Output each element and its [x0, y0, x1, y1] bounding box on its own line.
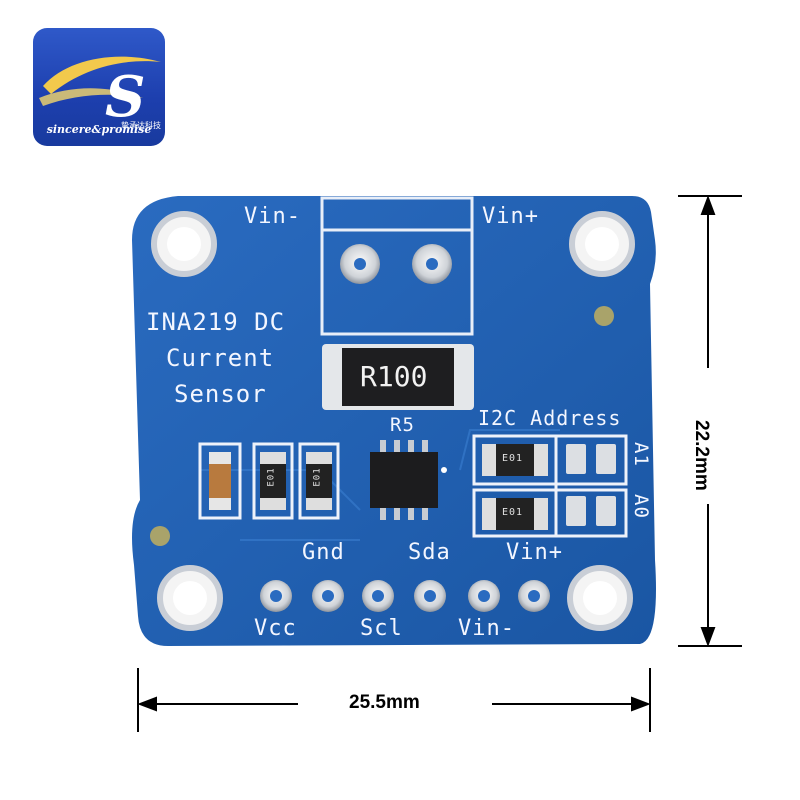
- smd-marking: E01: [502, 453, 524, 464]
- header-pin: [518, 580, 550, 612]
- label-vin-minus-bottom: Vin-: [458, 616, 515, 641]
- mounting-hole: [567, 565, 633, 631]
- dimension-height-label: 22.2mm: [691, 420, 712, 491]
- terminal-outline: [320, 196, 474, 336]
- terminal-pad: [412, 244, 452, 284]
- dimension-height: [678, 195, 742, 647]
- dimension-width-label: 25.5mm: [349, 692, 420, 713]
- logo-swoosh-icon: S 挚承达科技: [39, 56, 161, 130]
- label-title-line3: Sensor: [174, 380, 267, 408]
- header-pin: [312, 580, 344, 612]
- label-gnd: Gnd: [302, 540, 345, 565]
- label-resistor-value: R100: [360, 360, 428, 393]
- mounting-hole: [569, 211, 635, 277]
- label-vin-minus-top: Vin-: [244, 204, 301, 229]
- header-pin: [260, 580, 292, 612]
- logo-brand-text: sincere&promise: [46, 123, 152, 136]
- svg-text:S: S: [105, 64, 145, 130]
- label-resistor-ref: R5: [390, 414, 415, 436]
- mounting-hole: [151, 211, 217, 277]
- label-i2c-address: I2C Address: [478, 406, 622, 430]
- label-scl: Scl: [360, 616, 403, 641]
- address-jumper-pads: [566, 444, 616, 526]
- test-pad: [594, 306, 614, 326]
- brand-logo: S 挚承达科技 sincere&promise: [33, 28, 165, 146]
- smd-capacitor: [209, 452, 231, 510]
- label-a1: A1: [630, 442, 652, 467]
- mounting-hole: [157, 565, 223, 631]
- label-title-line1: INA219 DC: [146, 308, 286, 336]
- label-a0: A0: [630, 494, 652, 519]
- pcb-body: [132, 196, 656, 646]
- smd-marking: E01: [502, 507, 524, 518]
- dimension-width: [137, 668, 651, 732]
- label-vin-plus-top: Vin+: [482, 204, 539, 229]
- label-sda: Sda: [408, 540, 451, 565]
- header-pin: [468, 580, 500, 612]
- logo-chinese-text: 挚承达科技: [121, 120, 161, 130]
- label-title-line2: Current: [166, 344, 275, 372]
- header-pin: [414, 580, 446, 612]
- label-vin-plus-bottom: Vin+: [506, 540, 563, 565]
- smd-marking: E01: [312, 467, 323, 487]
- smd-marking: E01: [266, 467, 277, 487]
- header-pin: [362, 580, 394, 612]
- test-pad: [150, 526, 170, 546]
- ina219-chip: [370, 440, 447, 520]
- terminal-pad: [340, 244, 380, 284]
- label-vcc: Vcc: [254, 616, 297, 641]
